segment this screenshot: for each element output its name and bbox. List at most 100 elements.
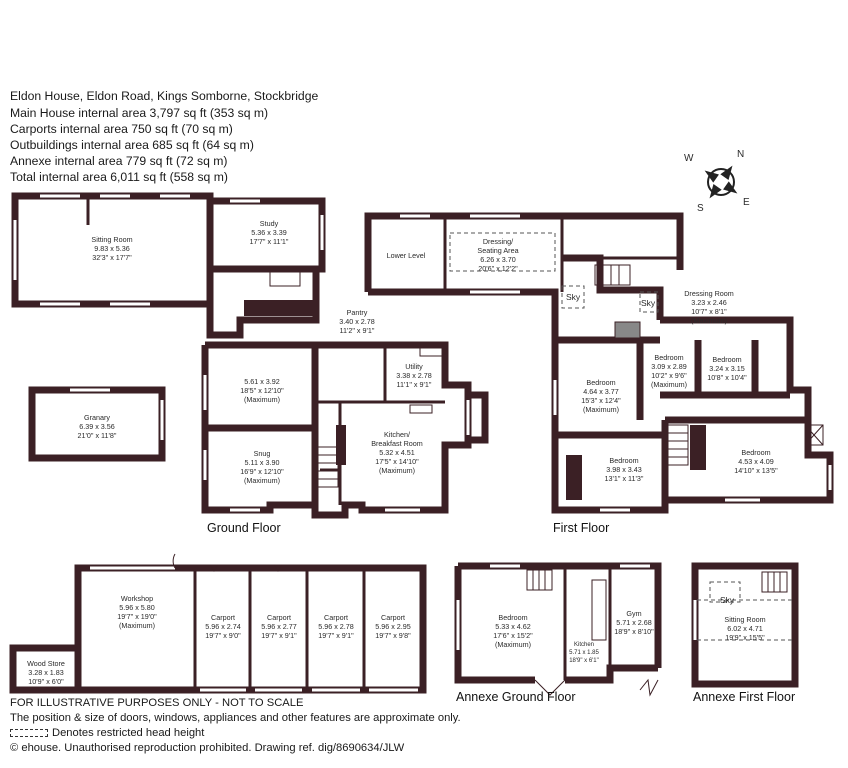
granary-plan bbox=[28, 386, 166, 462]
svg-text:5.61 x 3.92: 5.61 x 3.92 bbox=[244, 377, 280, 386]
svg-text:3.24 x 3.15: 3.24 x 3.15 bbox=[709, 364, 745, 373]
svg-text:3.09 x 2.89: 3.09 x 2.89 bbox=[651, 362, 687, 371]
label-granary: Granary 6.39 x 3.56 21'0" x 11'8" bbox=[78, 413, 117, 440]
svg-text:Carport: Carport bbox=[267, 613, 291, 622]
label-annexe-bedroom: Bedroom 5.33 x 4.62 17'6" x 15'2" (Maxim… bbox=[493, 613, 533, 649]
svg-text:Seating Area: Seating Area bbox=[477, 246, 518, 255]
svg-text:5.96 x 5.80: 5.96 x 5.80 bbox=[119, 603, 155, 612]
disclaimer-title: FOR ILLUSTRATIVE PURPOSES ONLY - NOT TO … bbox=[10, 697, 304, 709]
svg-text:(Maximum): (Maximum) bbox=[244, 395, 280, 404]
label-pantry: Pantry 3.40 x 2.78 11'2" x 9'1" bbox=[339, 308, 375, 335]
area-annexe: Annexe internal area 779 sq ft (72 sq m) bbox=[10, 154, 228, 168]
svg-text:10'9" x 6'0": 10'9" x 6'0" bbox=[28, 677, 64, 686]
svg-text:6.39 x 3.56: 6.39 x 3.56 bbox=[79, 422, 115, 431]
svg-text:6.26 x 3.70: 6.26 x 3.70 bbox=[480, 255, 516, 264]
compass-s: S bbox=[697, 203, 704, 214]
label-study: Study 5.36 x 3.39 17'7" x 11'1" bbox=[250, 219, 289, 246]
area-outbuildings: Outbuildings internal area 685 sq ft (64… bbox=[10, 138, 254, 152]
svg-text:Granary: Granary bbox=[84, 413, 110, 422]
svg-text:32'3" x 17'7": 32'3" x 17'7" bbox=[92, 253, 132, 262]
svg-text:Kitchen/: Kitchen/ bbox=[384, 430, 410, 439]
svg-text:10'2" x 9'6": 10'2" x 9'6" bbox=[651, 371, 687, 380]
label-dressing-seating: Dressing/ Seating Area 6.26 x 3.70 20'6"… bbox=[477, 237, 518, 273]
svg-text:11'1" x 9'1": 11'1" x 9'1" bbox=[397, 380, 432, 389]
svg-text:18'5" x 12'10": 18'5" x 12'10" bbox=[240, 386, 284, 395]
label-hall: 5.61 x 3.92 18'5" x 12'10" (Maximum) bbox=[240, 377, 284, 404]
copyright-text: © ehouse. Unauthorised reproduction proh… bbox=[10, 742, 405, 754]
svg-text:Gym: Gym bbox=[626, 609, 641, 618]
label-carport-1: Carport 5.96 x 2.74 19'7" x 9'0" bbox=[205, 613, 241, 640]
sky-label-1: Sky bbox=[566, 292, 581, 302]
label-bedroom-d: Bedroom 3.98 x 3.43 13'1" x 11'3" bbox=[605, 456, 644, 483]
svg-text:Bedroom: Bedroom bbox=[586, 378, 615, 387]
carports-plan bbox=[9, 553, 427, 694]
disclaimer-text: The position & size of doors, windows, a… bbox=[10, 712, 461, 724]
label-utility: Utility 3.38 x 2.78 11'1" x 9'1" bbox=[396, 362, 432, 389]
label-workshop: Workshop 5.96 x 5.80 19'7" x 19'0" (Maxi… bbox=[117, 594, 157, 630]
svg-text:(Maximum): (Maximum) bbox=[583, 405, 619, 414]
svg-text:16'9" x 12'10": 16'9" x 12'10" bbox=[240, 467, 284, 476]
svg-text:Dressing/: Dressing/ bbox=[483, 237, 513, 246]
label-carport-4: Carport 5.96 x 2.95 19'7" x 9'8" bbox=[375, 613, 411, 640]
annexe-ground-plan bbox=[454, 562, 662, 697]
label-snug: Snug 5.11 x 3.90 16'9" x 12'10" (Maximum… bbox=[240, 449, 284, 485]
compass-n: N bbox=[737, 149, 744, 160]
svg-text:Sitting Room: Sitting Room bbox=[91, 235, 132, 244]
svg-text:19'7" x 9'0": 19'7" x 9'0" bbox=[205, 631, 241, 640]
svg-text:5.96 x 2.95: 5.96 x 2.95 bbox=[375, 622, 411, 631]
label-sitting-room: Sitting Room 9.83 x 5.36 32'3" x 17'7" bbox=[91, 235, 132, 262]
sky-label-2: Sky bbox=[641, 298, 656, 308]
svg-text:Kitchen: Kitchen bbox=[574, 642, 594, 648]
label-bedroom-e: Bedroom 4.53 x 4.09 14'10" x 13'5" bbox=[734, 448, 778, 475]
svg-text:Study: Study bbox=[260, 219, 279, 228]
svg-text:3.98 x 3.43: 3.98 x 3.43 bbox=[606, 465, 642, 474]
svg-text:20'6" x 12'2": 20'6" x 12'2" bbox=[478, 264, 518, 273]
svg-text:Lower Level: Lower Level bbox=[387, 251, 426, 260]
area-carports: Carports internal area 750 sq ft (70 sq … bbox=[10, 122, 233, 136]
svg-text:Pantry: Pantry bbox=[347, 308, 368, 317]
svg-text:17'5" x 14'10": 17'5" x 14'10" bbox=[375, 457, 419, 466]
label-dressing-room: Dressing Room 3.23 x 2.46 10'7" x 8'1" (… bbox=[684, 289, 734, 325]
svg-text:(Maximum): (Maximum) bbox=[651, 380, 687, 389]
svg-text:17'6" x 15'2": 17'6" x 15'2" bbox=[493, 631, 533, 640]
svg-text:Carport: Carport bbox=[211, 613, 235, 622]
svg-text:Bedroom: Bedroom bbox=[712, 355, 741, 364]
svg-text:5.96 x 2.77: 5.96 x 2.77 bbox=[261, 622, 297, 631]
svg-text:Bedroom: Bedroom bbox=[741, 448, 770, 457]
annexe-ground-floor-title: Annexe Ground Floor bbox=[456, 690, 576, 704]
svg-text:(Maximum): (Maximum) bbox=[691, 316, 727, 325]
compass-w: W bbox=[684, 153, 694, 164]
svg-text:Utility: Utility bbox=[405, 362, 423, 371]
area-total: Total internal area 6,011 sq ft (558 sq … bbox=[10, 170, 228, 184]
svg-text:3.23 x 2.46: 3.23 x 2.46 bbox=[691, 298, 727, 307]
legend-text: Denotes restricted head height bbox=[52, 727, 205, 739]
svg-text:18'9" x 6'1": 18'9" x 6'1" bbox=[569, 658, 599, 664]
svg-text:19'7" x 19'0": 19'7" x 19'0" bbox=[117, 612, 157, 621]
svg-text:15'3" x 12'4": 15'3" x 12'4" bbox=[581, 396, 621, 405]
svg-text:14'10" x 13'5": 14'10" x 13'5" bbox=[734, 466, 778, 475]
svg-text:4.64 x 3.77: 4.64 x 3.77 bbox=[583, 387, 619, 396]
svg-text:(Maximum): (Maximum) bbox=[119, 621, 155, 630]
svg-text:5.11 x 3.90: 5.11 x 3.90 bbox=[244, 458, 279, 467]
svg-text:5.71 x 1.85: 5.71 x 1.85 bbox=[569, 650, 599, 656]
label-bedroom-c: Bedroom 4.64 x 3.77 15'3" x 12'4" (Maxim… bbox=[581, 378, 621, 414]
annexe-first-plan: Sky bbox=[691, 562, 799, 688]
svg-text:Bedroom: Bedroom bbox=[498, 613, 527, 622]
annexe-first-floor-title: Annexe First Floor bbox=[693, 690, 795, 704]
svg-text:6.02 x 4.71: 6.02 x 4.71 bbox=[727, 624, 763, 633]
address-title: Eldon House, Eldon Road, Kings Somborne,… bbox=[10, 89, 319, 103]
label-bedroom-a: Bedroom 3.09 x 2.89 10'2" x 9'6" (Maximu… bbox=[651, 353, 687, 389]
svg-text:5.32 x 4.51: 5.32 x 4.51 bbox=[379, 448, 415, 457]
compass-rose: N E S W bbox=[684, 149, 750, 214]
svg-text:(Maximum): (Maximum) bbox=[244, 476, 280, 485]
room-labels: Sitting Room 9.83 x 5.36 32'3" x 17'7" S… bbox=[27, 219, 778, 686]
svg-text:Snug: Snug bbox=[254, 449, 271, 458]
svg-text:5.36 x 3.39: 5.36 x 3.39 bbox=[251, 228, 287, 237]
svg-text:19'7" x 9'1": 19'7" x 9'1" bbox=[318, 631, 354, 640]
first-floor-title: First Floor bbox=[553, 521, 609, 535]
svg-text:(Maximum): (Maximum) bbox=[495, 640, 531, 649]
label-lower-level: Lower Level bbox=[387, 251, 426, 260]
svg-text:19'9" x 15'5": 19'9" x 15'5" bbox=[725, 633, 765, 642]
svg-text:5.33 x 4.62: 5.33 x 4.62 bbox=[495, 622, 531, 631]
